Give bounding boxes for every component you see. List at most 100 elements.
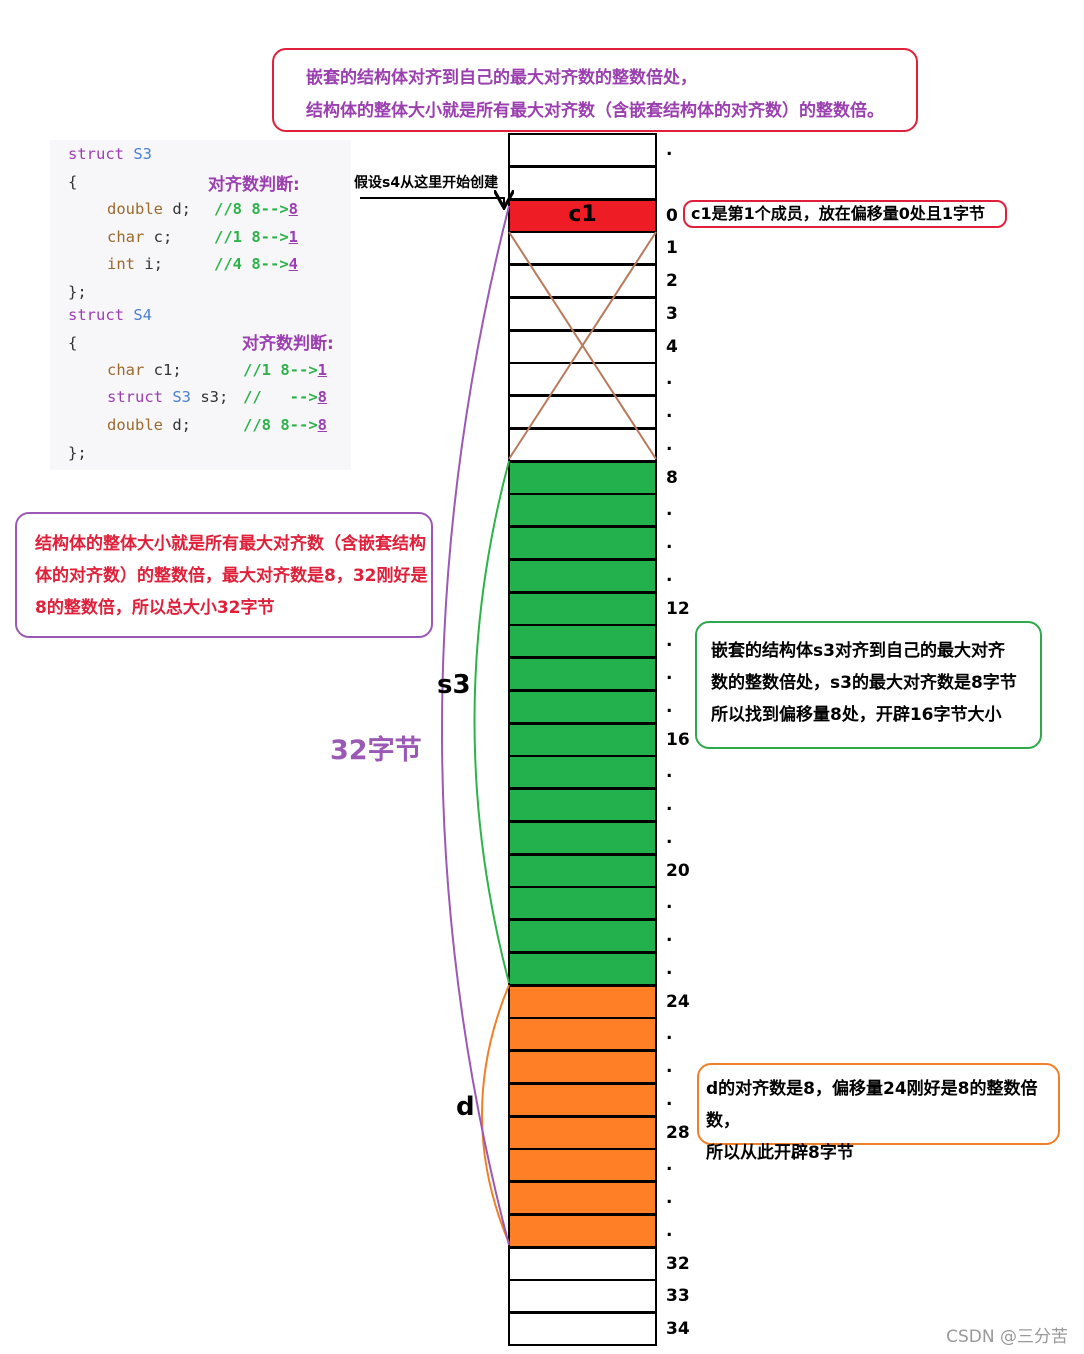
code-member-line: int i; [107, 253, 163, 275]
total-size-note-line-3: 8的整数倍，所以总大小32字节 [35, 598, 275, 618]
member-comment: // -->8 [243, 386, 327, 408]
total-size-note-line-2: 体的对齐数）的整数倍，最大对齐数是8，32刚好是 [35, 566, 428, 586]
offset-label: . [666, 369, 673, 390]
offset-label: . [666, 1188, 673, 1208]
member-comment: //1 8-->1 [214, 226, 298, 248]
offset-label: . [666, 958, 673, 979]
offset-label: 12 [666, 598, 690, 619]
offset-label: . [666, 1155, 673, 1176]
comment-value: 8 [317, 416, 327, 434]
offset-label: . [666, 827, 673, 848]
offset-label: . [666, 402, 673, 422]
offset-label: . [666, 500, 673, 521]
offset-label: . [666, 893, 673, 914]
member-name: c; [144, 228, 173, 246]
member-type: double [107, 200, 163, 218]
member-type: char [107, 228, 145, 246]
member-type: int [107, 255, 135, 273]
d-label: d [456, 1092, 475, 1122]
comment-text: //8 8--> [243, 416, 318, 434]
total-size-note-line-1: 结构体的整体大小就是所有最大对齐数（含嵌套结构 [35, 534, 426, 554]
offset-label: . [666, 533, 673, 553]
memory-cell-empty [508, 1279, 657, 1314]
d-note: d的对齐数是8，偏移量24刚好是8的整数倍数， 所以从此开辟8字节 [697, 1063, 1060, 1163]
start-label: 假设s4从这里开始创建 [354, 175, 499, 191]
comment-text: //1 8--> [214, 228, 289, 246]
code-line-s4-decl: struct S4 [68, 304, 152, 326]
offset-label: 20 [666, 860, 690, 881]
comment-value: 8 [288, 200, 298, 218]
top-note-line-1: 嵌套的结构体对齐到自己的最大对齐数的整数倍处， [306, 68, 697, 88]
size-brace-line [441, 205, 510, 1246]
member-name: d; [163, 416, 191, 434]
memory-cell-s3 [508, 558, 657, 593]
offset-label: . [666, 140, 673, 160]
member-type-name: S3 [172, 388, 192, 406]
s3-note-line-3: 所以找到偏移量8处，开辟16字节大小 [711, 705, 1002, 725]
comment-text: //8 8--> [214, 200, 289, 218]
offset-label: 1 [666, 238, 678, 259]
struct-name: S4 [133, 306, 153, 324]
offset-label: . [666, 1057, 673, 1077]
offset-label: 8 [666, 467, 678, 488]
offset-label: . [666, 926, 673, 946]
comment-value: 4 [288, 255, 298, 273]
code-line-s3-decl: struct S3 [68, 143, 152, 165]
d-note-line-2: 所以从此开辟8字节 [706, 1143, 854, 1163]
keyword: struct [68, 306, 124, 324]
offset-label: 24 [666, 991, 690, 1012]
offset-label: 2 [666, 271, 678, 291]
code-member-line: double d; [107, 198, 191, 220]
member-name: d; [163, 200, 191, 218]
s3-judge-heading: 对齐数判断: [208, 175, 300, 195]
s3-note: 嵌套的结构体s3对齐到自己的最大对齐 数的整数倍处，s3的最大对齐数是8字节 所… [695, 621, 1042, 749]
s3-brace-line [473, 460, 510, 984]
comment-text: // --> [243, 388, 318, 406]
memory-cell-empty [508, 1312, 657, 1346]
member-name: i; [135, 255, 163, 273]
offset-label: . [666, 795, 673, 815]
member-comment: //1 8-->1 [243, 359, 327, 381]
comment-text: //4 8--> [214, 255, 289, 273]
offset-label: . [666, 696, 673, 717]
start-arrow [360, 198, 504, 206]
code-member-line: char c; [107, 226, 172, 248]
code-brace: { [68, 334, 78, 352]
memory-cell-s3 [508, 722, 657, 757]
memory-cell-empty [508, 1246, 657, 1281]
offset-label: 3 [666, 303, 678, 324]
offset-label: . [666, 565, 673, 586]
member-type: struct [107, 388, 163, 406]
offset-label: . [666, 664, 673, 684]
memory-cell-s3 [508, 624, 657, 659]
struct-name: S3 [133, 145, 153, 163]
member-comment: //8 8-->8 [214, 198, 298, 220]
offset-label: . [666, 631, 673, 652]
code-member-line: char c1; [107, 359, 182, 381]
offset-label: . [666, 762, 673, 783]
member-type: double [107, 416, 163, 434]
member-comment: //8 8-->8 [243, 414, 327, 436]
offset-label: 32 [666, 1253, 690, 1274]
member-type: char [107, 361, 145, 379]
offset-label: 16 [666, 729, 690, 750]
s4-judge-heading: 对齐数判断: [242, 334, 334, 354]
top-note: 嵌套的结构体对齐到自己的最大对齐数的整数倍处， 结构体的整体大小就是所有最大对齐… [272, 48, 918, 132]
keyword: struct [68, 145, 124, 163]
d-brace-line [481, 984, 510, 1244]
top-note-line-2: 结构体的整体大小就是所有最大对齐数（含嵌套结构体的对齐数）的整数倍。 [306, 101, 884, 121]
offset-label: 34 [666, 1319, 690, 1339]
code-brace: }; [68, 283, 87, 301]
offset-label: 0 [666, 205, 678, 226]
code-member-line: double d; [107, 414, 191, 436]
d-note-line-1: d的对齐数是8，偏移量24刚好是8的整数倍数， [706, 1079, 1038, 1131]
total-size-note: 结构体的整体大小就是所有最大对齐数（含嵌套结构 体的对齐数）的整数倍，最大对齐数… [15, 512, 433, 638]
code-member-line: struct S3 s3; [107, 386, 228, 408]
comment-value: 8 [317, 388, 327, 406]
member-name: s3; [191, 388, 229, 406]
watermark: CSDN @三分苦 [946, 1327, 1068, 1347]
c1-label: c1 [568, 202, 597, 227]
memory-cell-s3 [508, 689, 657, 724]
memory-cell-s3 [508, 820, 657, 855]
